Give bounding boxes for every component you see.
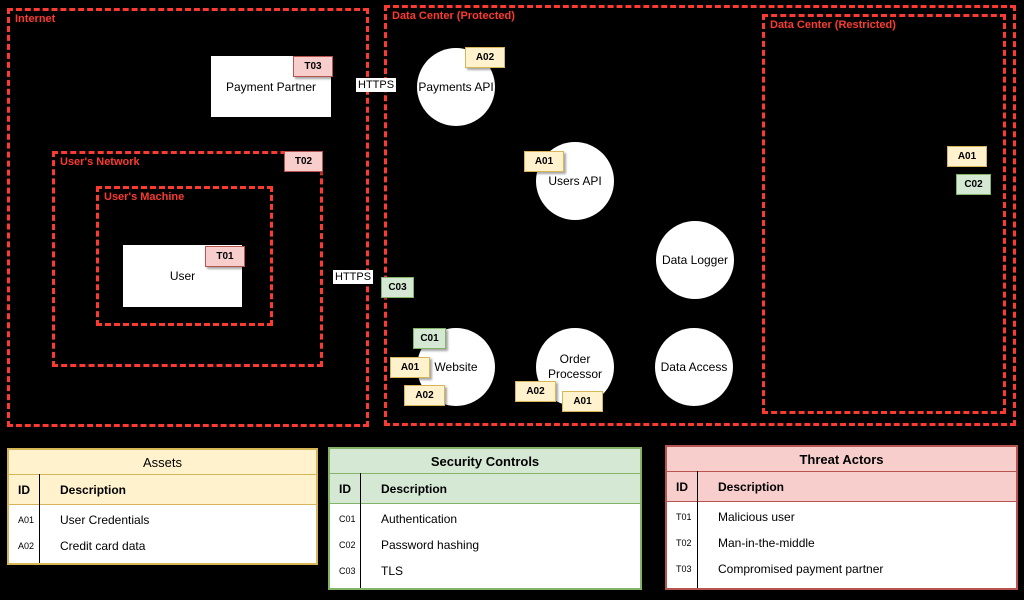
node-users-api-label: Users API <box>548 173 602 188</box>
control-tag-c03-https: C03 <box>381 277 414 298</box>
node-data-logger: Data Logger <box>656 221 734 299</box>
table-row: C02 Password hashing <box>330 530 640 556</box>
assets-col-description: Description <box>60 482 127 497</box>
controls-col-description: Description <box>381 481 448 496</box>
threat-actors-legend-header: ID Description <box>667 472 1016 502</box>
threat-id: T03 <box>676 563 692 574</box>
control-id: C03 <box>339 565 356 576</box>
edge-label-https-payment: HTTPS <box>356 78 397 92</box>
node-data-access: Data Access <box>655 328 733 406</box>
node-payment-partner: Payment Partner <box>211 56 331 117</box>
zone-users-machine: User's Machine <box>96 186 273 326</box>
threat-tag-t02: T02 <box>284 151 323 172</box>
threat-id: T01 <box>676 511 692 522</box>
control-description: Authentication <box>381 511 458 526</box>
node-payment-partner-label: Payment Partner <box>225 79 317 94</box>
asset-tag-a01-website: A01 <box>390 357 430 378</box>
threat-actors-legend-title: Threat Actors <box>667 447 1016 472</box>
zone-users-machine-label: User's Machine <box>104 191 185 203</box>
security-controls-legend-body: C01 Authentication C02 Password hashing … <box>330 504 640 588</box>
asset-tag-a01-order-processor: A01 <box>562 391 603 412</box>
assets-legend-title: Assets <box>9 450 316 475</box>
column-divider <box>697 471 698 588</box>
zone-internet: Internet <box>7 8 369 427</box>
node-payments-api-label: Payments API <box>418 79 494 94</box>
zone-users-network: User's Network <box>52 151 323 367</box>
assets-legend-body: A01 User Credentials A02 Credit card dat… <box>9 505 316 563</box>
asset-tag-a02-order-processor: A02 <box>515 381 556 402</box>
node-website-label: Website <box>434 359 478 374</box>
table-row: T03 Compromised payment partner <box>667 554 1016 580</box>
security-controls-legend-header: ID Description <box>330 474 640 504</box>
node-data-logger-label: Data Logger <box>661 252 729 267</box>
asset-description: User Credentials <box>60 512 150 527</box>
asset-description: Credit card data <box>60 538 146 553</box>
threat-description: Compromised payment partner <box>718 561 884 576</box>
asset-id: A02 <box>18 540 35 551</box>
asset-id: A01 <box>18 514 35 525</box>
node-order-processor-label: Order Processor <box>547 352 603 381</box>
assets-legend-header: ID Description <box>9 475 316 505</box>
table-row: A01 User Credentials <box>9 505 316 531</box>
security-controls-legend-title: Security Controls <box>330 449 640 474</box>
control-id: C02 <box>339 539 356 550</box>
node-data-access-label: Data Access <box>660 359 728 374</box>
zone-data-center-protected: Data Center (Protected) <box>384 5 1016 426</box>
threat-description: Man-in-the-middle <box>718 535 815 550</box>
threat-tag-t01: T01 <box>205 246 245 267</box>
threat-tag-t03: T03 <box>293 56 333 77</box>
asset-tag-a02-payments-api: A02 <box>465 47 505 68</box>
zone-users-network-label: User's Network <box>60 156 140 168</box>
asset-tag-a02-website: A02 <box>404 385 445 406</box>
controls-col-id: ID <box>339 481 351 496</box>
threat-id: T02 <box>676 537 692 548</box>
zone-data-center-restricted-label: Data Center (Restricted) <box>770 19 896 31</box>
table-row: T01 Malicious user <box>667 502 1016 528</box>
asset-tag-a01-restricted: A01 <box>947 146 987 167</box>
threats-col-description: Description <box>718 479 785 494</box>
table-row: A02 Credit card data <box>9 531 316 557</box>
edge-label-https-user: HTTPS <box>333 270 374 284</box>
assets-col-id: ID <box>18 482 30 497</box>
table-row: T02 Man-in-the-middle <box>667 528 1016 554</box>
control-tag-c02-restricted: C02 <box>956 174 991 195</box>
assets-legend-table: Assets ID Description A01 User Credentia… <box>7 448 318 565</box>
control-id: C01 <box>339 513 356 524</box>
table-row: C03 TLS <box>330 556 640 582</box>
threat-actors-legend-body: T01 Malicious user T02 Man-in-the-middle… <box>667 502 1016 588</box>
zone-internet-label: Internet <box>15 13 56 25</box>
column-divider <box>39 474 40 563</box>
column-divider <box>360 473 361 588</box>
table-row: C01 Authentication <box>330 504 640 530</box>
threat-actors-legend-table: Threat Actors ID Description T01 Malicio… <box>665 445 1018 590</box>
security-controls-legend-table: Security Controls ID Description C01 Aut… <box>328 447 642 590</box>
zone-data-center-restricted: Data Center (Restricted) <box>762 14 1006 414</box>
asset-tag-a01-users-api: A01 <box>524 151 564 172</box>
control-tag-c01-website: C01 <box>413 328 446 349</box>
node-user-label: User <box>169 269 196 283</box>
zone-data-center-protected-label: Data Center (Protected) <box>392 10 515 22</box>
control-description: Password hashing <box>381 537 480 552</box>
control-description: TLS <box>381 563 404 578</box>
threat-description: Malicious user <box>718 509 795 524</box>
threats-col-id: ID <box>676 479 688 494</box>
